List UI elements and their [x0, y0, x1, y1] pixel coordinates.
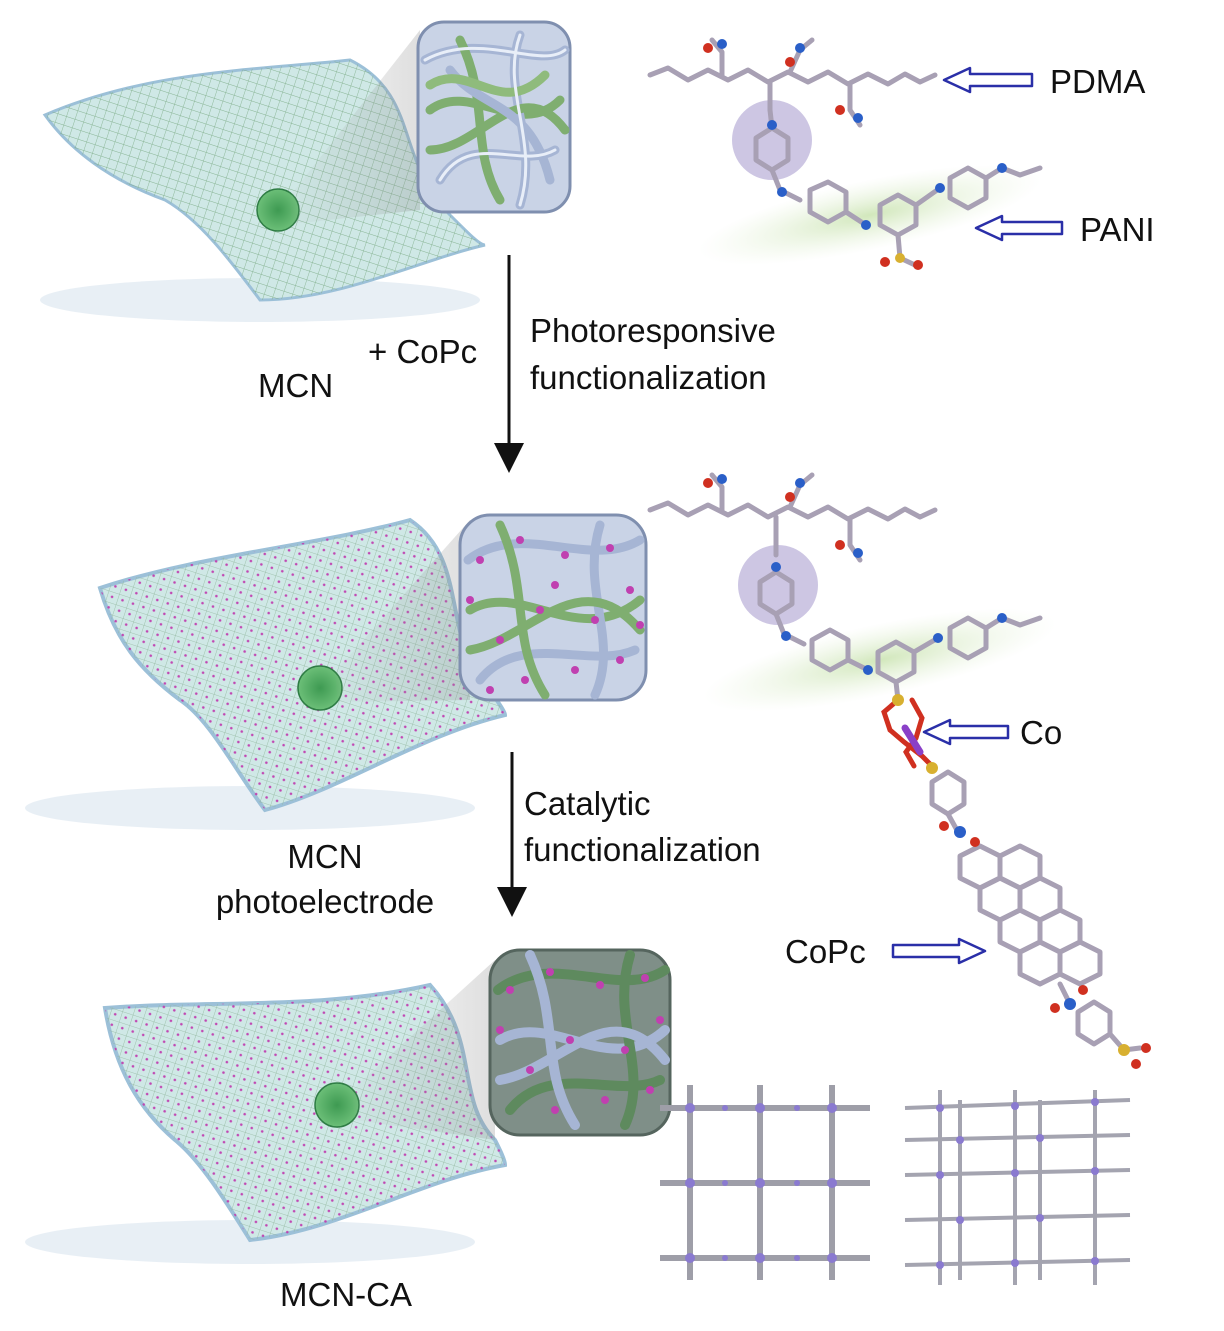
- photoelectrode-nanostructure-cube: [458, 513, 648, 702]
- mcn-label: MCN: [258, 367, 334, 404]
- copc-lattice-3d: [904, 1090, 1131, 1285]
- step2-functionalization-label: functionalization: [524, 831, 761, 868]
- mcn-ca-label: MCN-CA: [280, 1276, 412, 1313]
- pani-pointer-arrow: [974, 214, 1064, 242]
- pdma-pani-copc-molecule: [647, 472, 1151, 1069]
- copc-pointer-arrow: [891, 937, 987, 965]
- copc-label: CoPc: [785, 933, 866, 970]
- catalytic-label: Catalytic: [524, 785, 651, 822]
- step1-functionalization-label: functionalization: [530, 359, 767, 396]
- pdma-pani-molecule-top: [647, 37, 1043, 270]
- mcn-photoelectrode-label-line1: MCN: [287, 838, 363, 875]
- mcn-photoelectrode-sheet: [25, 517, 508, 830]
- mcn-ca-sheet: [25, 960, 508, 1264]
- photoresponsive-label: Photoresponsive: [530, 312, 776, 349]
- mcn-nanostructure-cube: [416, 20, 572, 214]
- mcn-ca-nanostructure-cube: [488, 948, 672, 1137]
- co-pointer-arrow: [922, 718, 1010, 746]
- copc-lattice-2d: [660, 1085, 870, 1280]
- mcn-sheet: [40, 30, 486, 322]
- pdma-label: PDMA: [1050, 63, 1146, 100]
- pdma-pointer-arrow: [942, 66, 1034, 94]
- plus-copc-label: + CoPc: [368, 333, 478, 370]
- mcn-photoelectrode-label-line2: photoelectrode: [215, 883, 435, 920]
- co-label: Co: [1020, 714, 1063, 751]
- pani-label: PANI: [1080, 211, 1155, 248]
